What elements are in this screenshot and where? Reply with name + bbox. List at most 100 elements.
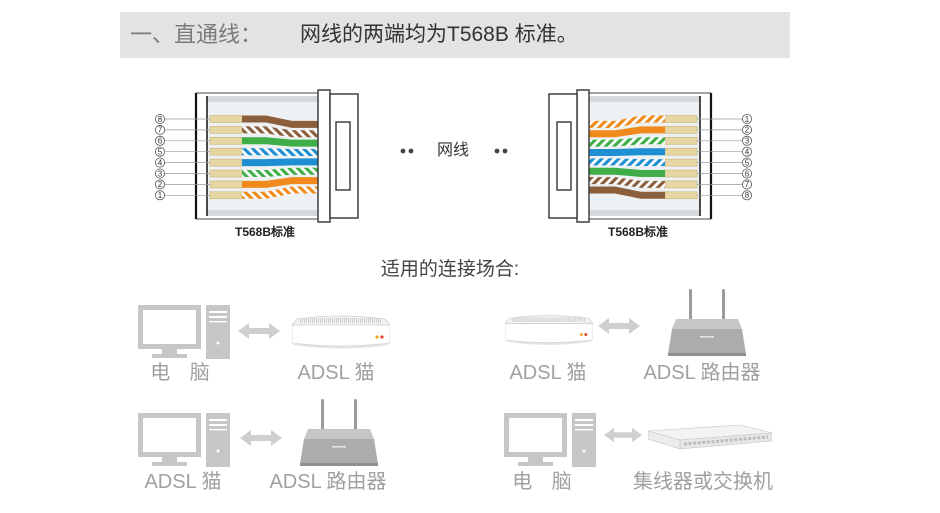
cable-label: 网线 [437,142,470,159]
rj45-connector-right [548,89,713,223]
housing-top-band [207,96,318,102]
pin-number-3: 3 [158,169,163,178]
pin-number-4: 4 [745,148,750,157]
double-arrow-icon [240,430,282,446]
pin-number-7: 7 [745,180,750,189]
pin-number-6: 6 [745,169,750,178]
pin-number-1: 1 [158,191,163,200]
pin-number-circle [742,114,753,125]
cable-dot [408,148,414,154]
wire-pin-3 [242,167,318,177]
pin-number-circle [154,168,165,179]
pin-number-2: 2 [158,180,163,189]
pin-number-4: 4 [158,158,163,167]
pin-contact [664,158,698,167]
pin-contact [209,147,243,156]
pin-number-circle [154,157,165,168]
cable-dot [494,148,500,154]
modem-icon [505,314,593,345]
pin-contact [209,158,243,167]
pin-contact [209,126,243,134]
pin-number-circle [742,124,753,135]
usage-title: 适用的连接场合: [380,259,520,280]
modem-icon [292,315,390,349]
rj45-connector-left [194,89,359,223]
standard-label-right: T568B标准 [607,225,669,239]
standard-label-left: T568B标准 [234,225,296,239]
wire-pin-8 [589,186,665,199]
pin-number-circle [154,179,165,190]
pin-contact [209,180,243,189]
cable-dot [400,148,406,154]
wire-pin-7 [589,177,665,188]
double-arrow-icon [604,427,642,443]
pin-number-1: 1 [745,115,750,124]
switch-icon [648,423,772,451]
router-icon [300,399,378,466]
connector-latch [335,121,351,191]
pin-number-circle [742,168,753,179]
pin-number-circle [154,146,165,157]
pin-contact [209,137,243,145]
pin-number-circle [154,124,165,135]
housing-top-band [589,96,700,102]
wire-pin-1 [242,186,318,199]
pin-number-circle [154,190,165,201]
wire-pin-2 [589,126,665,138]
pin-number-circle [154,135,165,146]
connector-block [576,89,590,223]
pin-contact [664,147,698,156]
scenario-4-right-label: 集线器或交换机 [633,471,773,493]
pin-number-circle [742,179,753,190]
scenario-3-right-label: ADSL 路由器 [269,471,387,493]
wire-pin-5 [242,148,318,156]
pin-number-circle [742,190,753,201]
pin-contact [664,169,698,178]
cable-dot [502,148,508,154]
cable-dots [400,148,508,154]
pin-contact [664,137,698,145]
scenario-2-right-label: ADSL 路由器 [643,362,761,384]
pin-contact [664,126,698,134]
title-banner [120,12,790,58]
wire-pin-8 [242,115,318,128]
pin-contact [664,180,698,189]
pin-number-circle [742,157,753,168]
housing-bottom-band [589,210,700,216]
wire-pin-6 [589,167,665,177]
pin-contact [664,115,698,123]
wire-pin-7 [242,126,318,138]
connector-latch [556,121,572,191]
pin-number-circle [742,146,753,157]
computer-icon [141,413,231,467]
wire-pin-2 [242,177,318,188]
pin-contact [209,191,243,200]
wire-pin-6 [242,137,318,147]
pin-number-8: 8 [745,191,750,200]
double-arrow-icon [598,318,640,334]
connector-block [329,93,359,219]
wire-pin-1 [589,115,665,128]
section-description: 网线的两端均为T568B 标准。 [300,23,578,46]
pin-number-circle [154,114,165,125]
pin-number-3: 3 [745,137,750,146]
pin-number-6: 6 [158,137,163,146]
computer-icon [141,305,231,359]
section-title: 一、直通线： [130,22,263,47]
wire-pin-5 [589,158,665,167]
scenario-1-left-label: 电 脑 [150,362,210,384]
connector-block [548,93,578,219]
scenario-1-right-label: ADSL 猫 [297,362,375,384]
scenario-2-left-label: ADSL 猫 [509,362,587,384]
pin-number-7: 7 [158,126,163,135]
pin-contact [664,191,698,200]
double-arrow-icon [238,323,280,339]
scenario-4-left-label: 电 脑 [512,471,572,493]
pin-contact [209,169,243,178]
connector-block [317,89,331,223]
pin-number-5: 5 [745,158,750,167]
wire-pin-3 [589,137,665,147]
